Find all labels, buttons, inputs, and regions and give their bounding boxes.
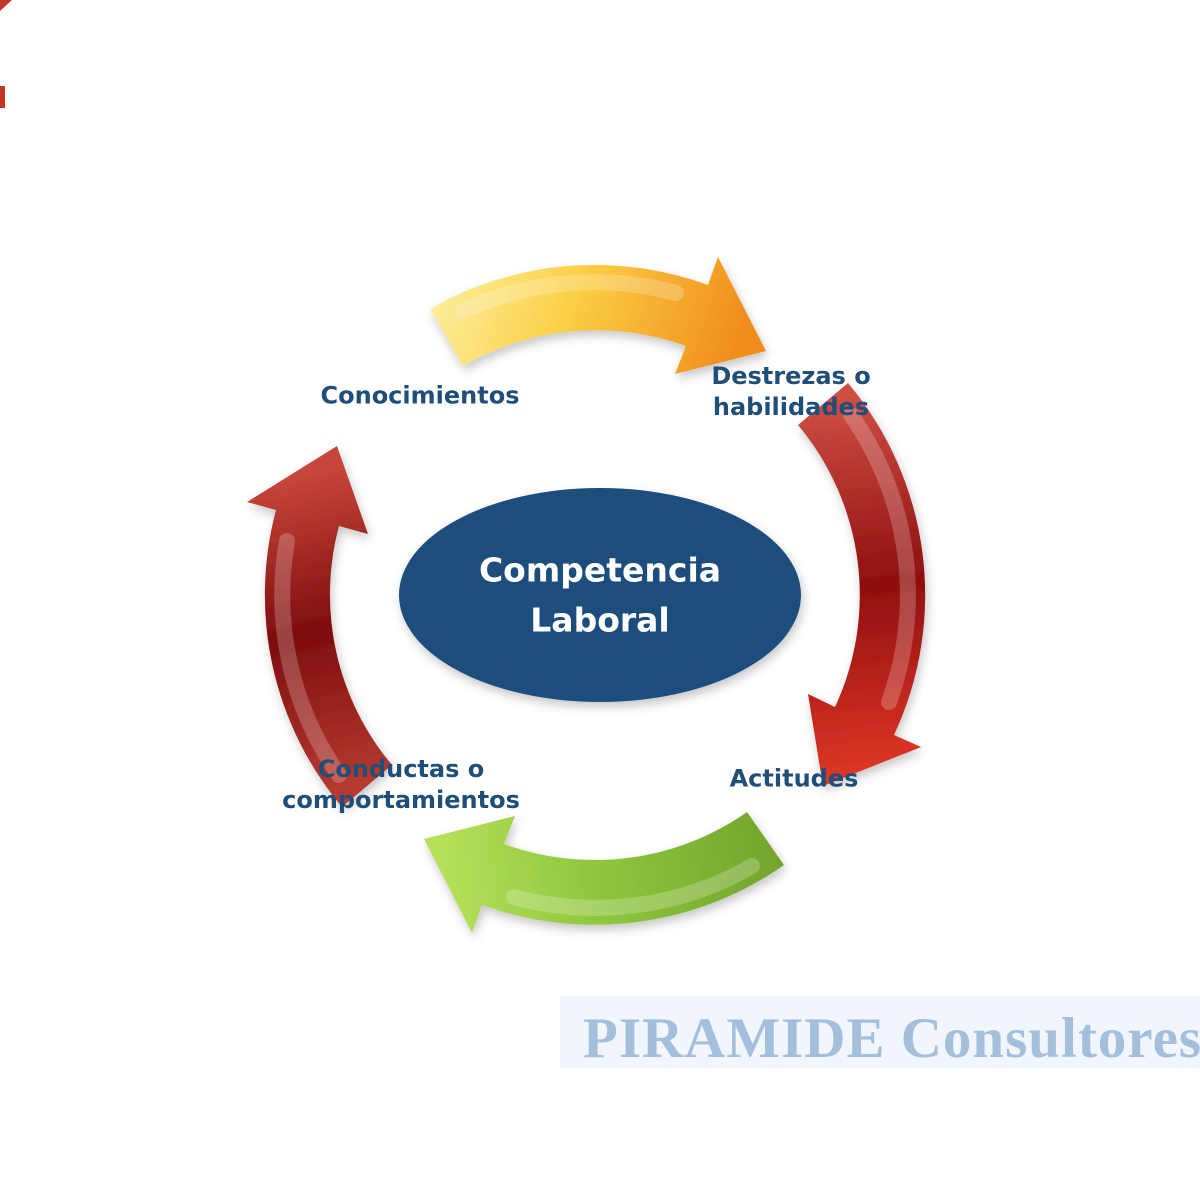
edge-artifact-left — [0, 86, 5, 108]
arrow-left-clockwise — [247, 446, 392, 807]
arrow-right-gloss — [843, 407, 916, 710]
center-ellipse — [399, 488, 801, 702]
node-label-conductas: Conductas o comportamientos — [282, 754, 520, 814]
arrow-top-clockwise — [430, 257, 766, 374]
node-label-actitudes: Actitudes — [729, 764, 859, 793]
arrow-right-clockwise — [798, 383, 926, 786]
center-label-line1: Competencia — [478, 550, 722, 590]
arrow-left-gloss — [274, 533, 347, 783]
arrow-bottom-gloss — [506, 858, 760, 916]
center-label-line2: Laboral — [530, 600, 670, 639]
edge-artifact-top-left — [0, 0, 12, 11]
watermark-band — [560, 996, 1200, 1068]
arrow-top-gloss — [455, 274, 684, 319]
arrow-bottom-clockwise — [424, 812, 784, 933]
center-label: Competencia Laboral — [479, 546, 721, 645]
node-label-destrezas: Destrezas o habilidades — [711, 361, 871, 421]
watermark-text: PIRAMIDE Consultores — [583, 1007, 1200, 1070]
node-label-conocimientos: Conocimientos — [320, 381, 520, 410]
